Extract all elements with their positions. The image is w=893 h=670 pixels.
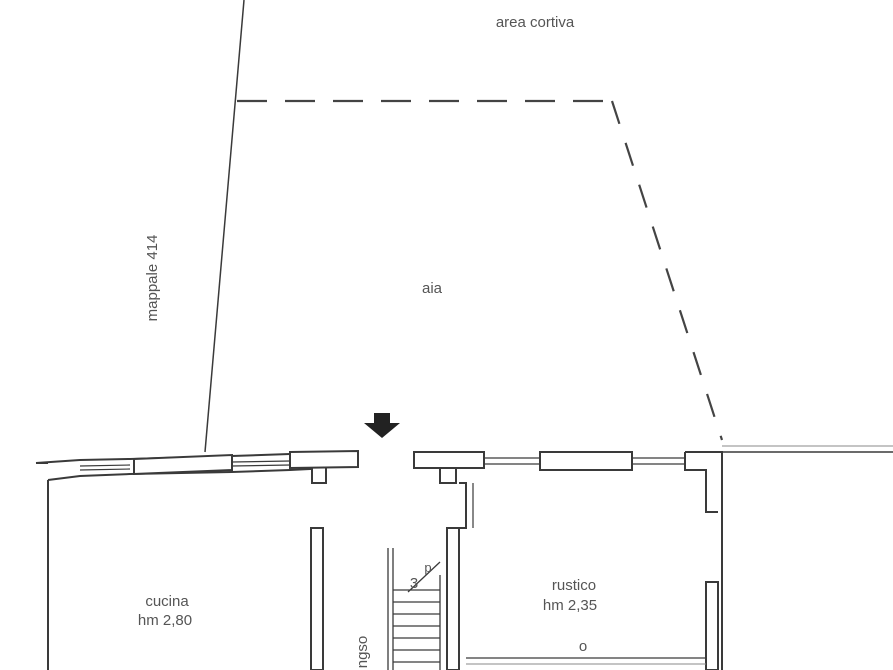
rustico-label: rustico <box>552 577 596 594</box>
boundary-line-left <box>204 0 245 453</box>
cucina-height-label: hm 2,80 <box>138 612 192 629</box>
corridor-label: ngso <box>354 636 371 669</box>
rustico-symbol: o <box>579 638 587 655</box>
staircase <box>387 548 441 670</box>
building-walls <box>35 449 723 670</box>
stair-steps-label: 3 <box>410 575 418 592</box>
stair-unit-label: p <box>424 560 431 575</box>
mappale-label: mappale 414 <box>144 235 161 322</box>
aia-dashed-right <box>610 100 724 441</box>
area-cortiva-label: area cortiva <box>496 14 575 31</box>
entrance-arrow-icon <box>364 413 400 438</box>
cucina-label: cucina <box>145 593 189 610</box>
aia-label: aia <box>422 280 443 297</box>
rustico-height-label: hm 2,35 <box>543 597 597 614</box>
